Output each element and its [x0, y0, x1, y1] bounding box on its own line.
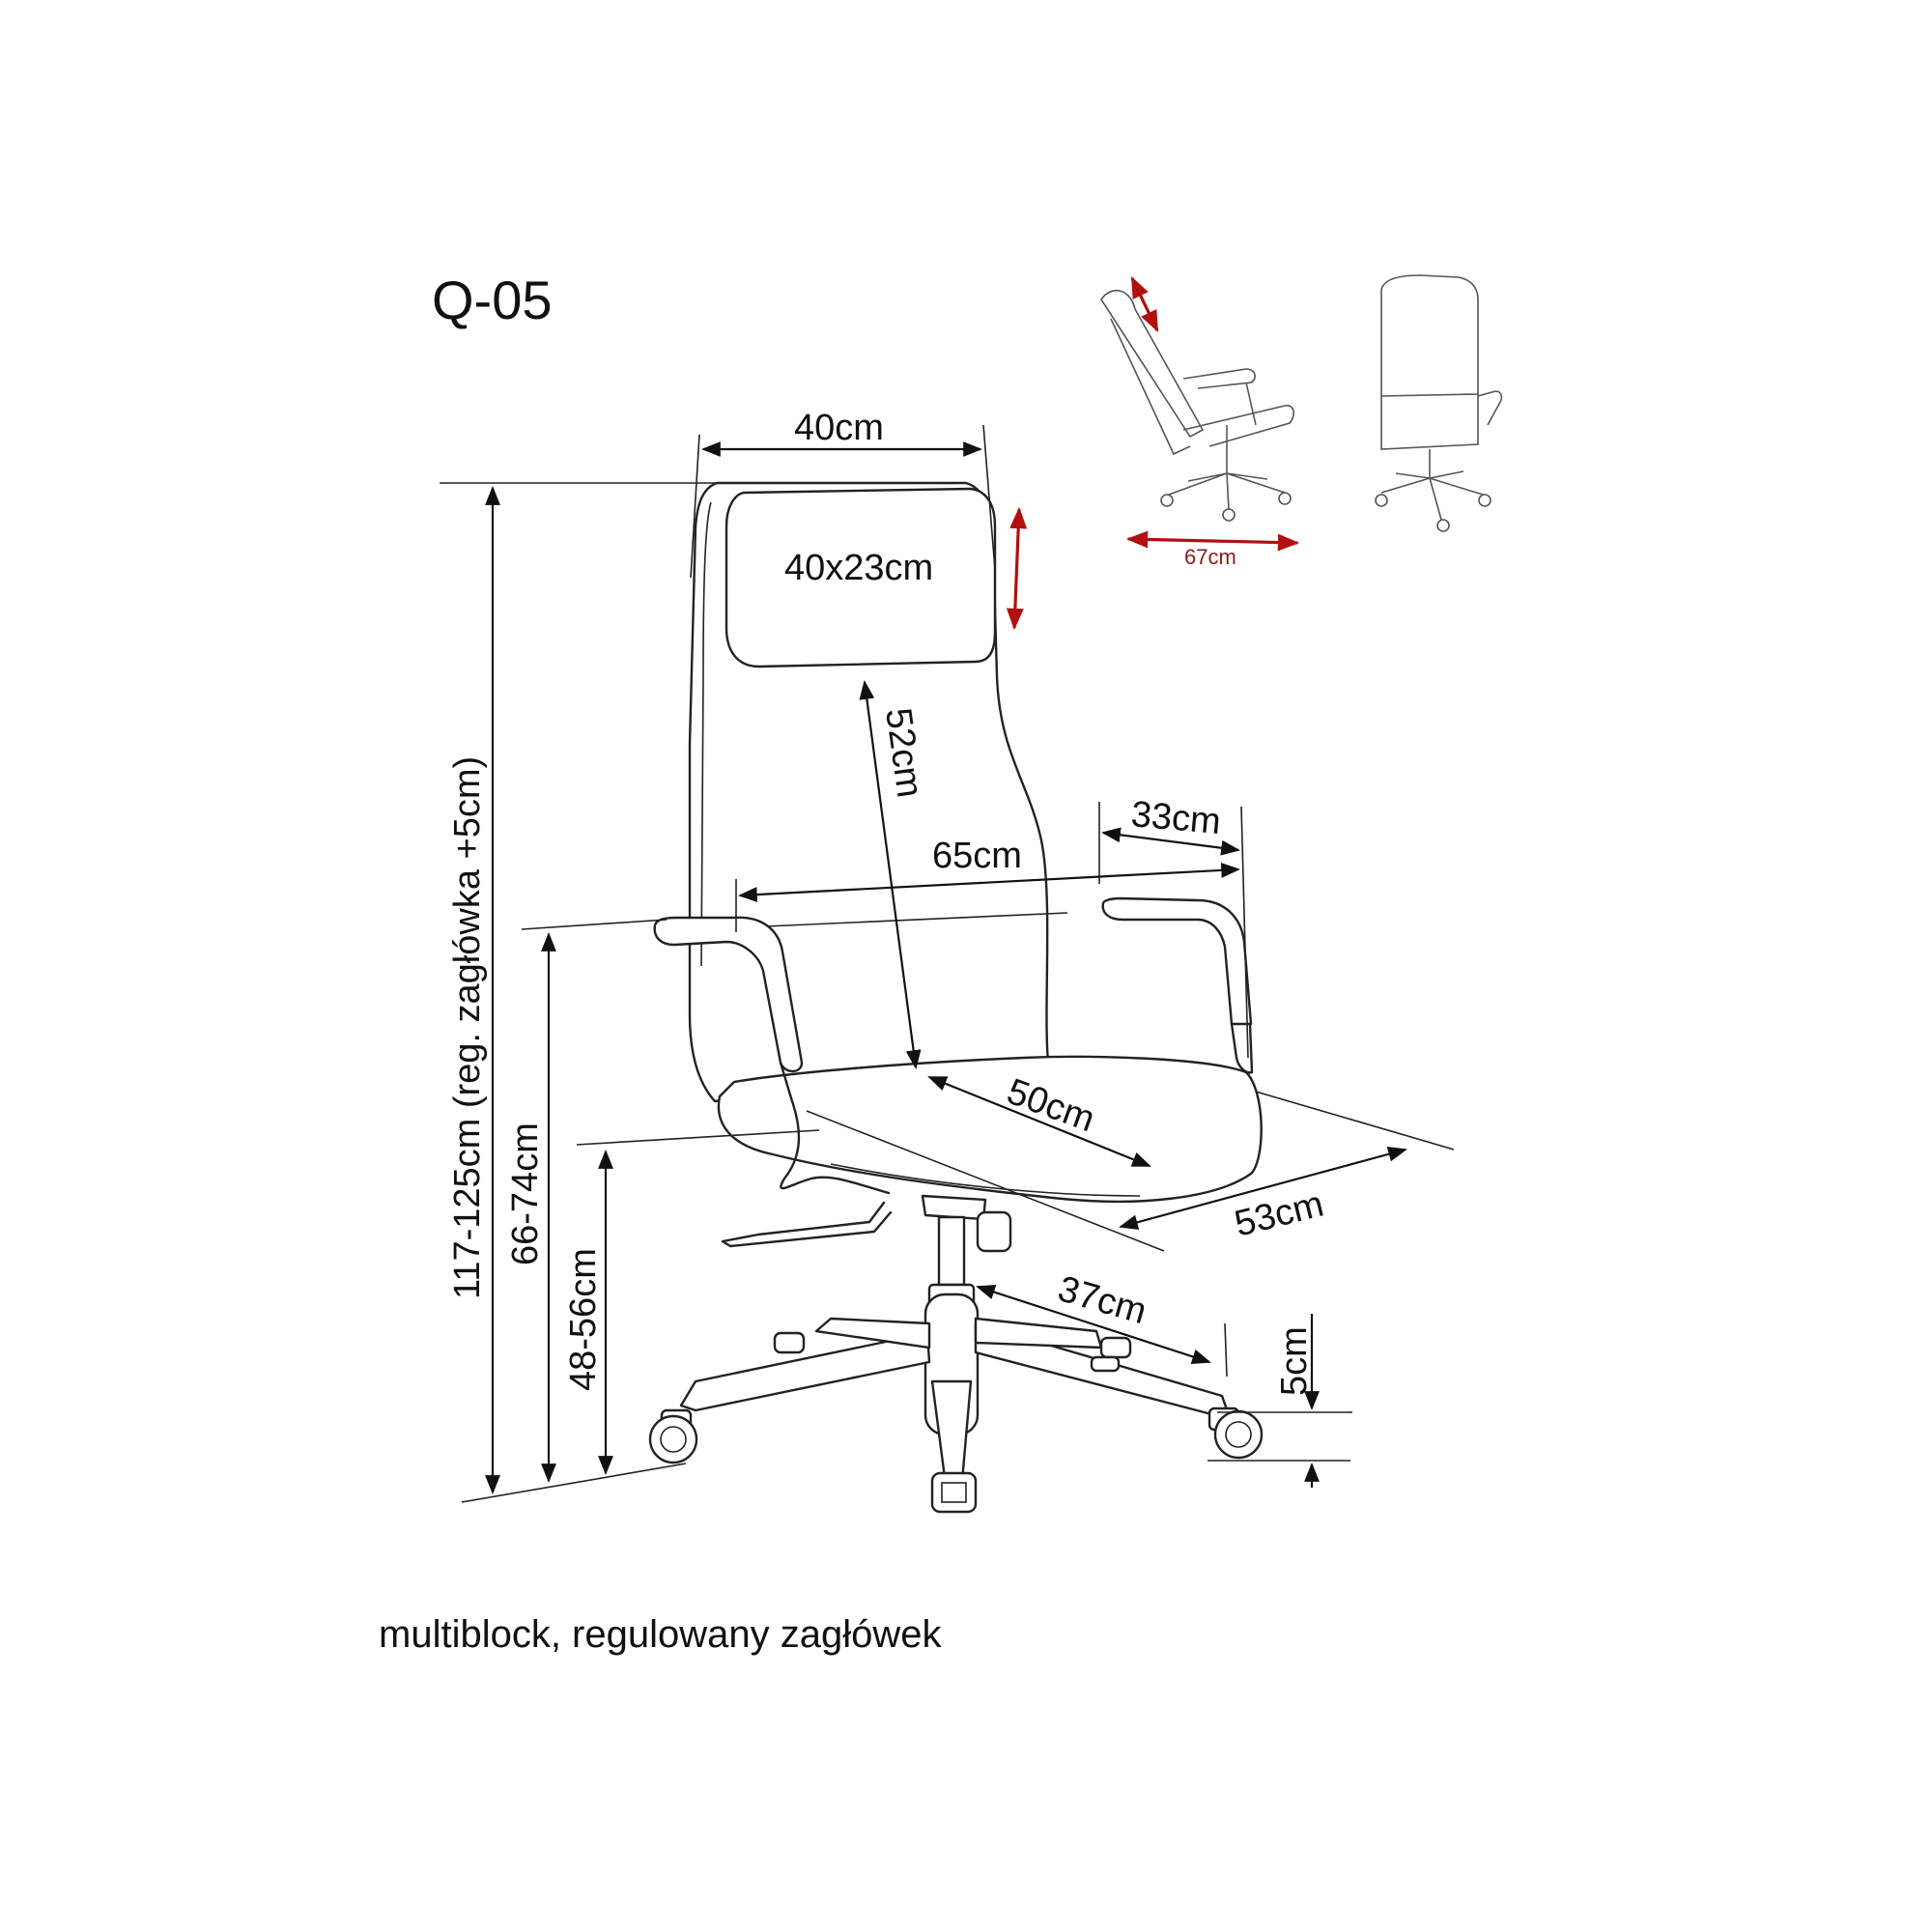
label-overall-width: 65cm	[932, 836, 1022, 876]
dim-line-armrest-length	[1101, 827, 1240, 856]
product-caption: multiblock, regulowany zagłówek	[379, 1613, 942, 1656]
dim-line-seat-width	[927, 1075, 1151, 1168]
recline-length-arrow	[1125, 530, 1300, 552]
caster-front	[930, 1471, 978, 1514]
dim-line-base-radius	[976, 1284, 1211, 1365]
label-headrest-size: 40x23cm	[784, 548, 933, 588]
headrest-adjust-arrow	[1006, 506, 1028, 631]
label-seat-height: 48-56cm	[563, 1248, 604, 1391]
label-recline-length: 67cm	[1184, 545, 1236, 569]
label-backrest-height: 52cm	[877, 705, 930, 800]
right-armrest-pad	[1101, 896, 1253, 1026]
base-leg-back-left	[814, 1317, 931, 1350]
lumbar-line	[743, 912, 1068, 928]
back-view	[1375, 274, 1503, 532]
base-leg-back-right	[974, 1317, 1103, 1350]
label-total-height: 117-125cm (reg. zagłówka +5cm)	[447, 756, 488, 1299]
label-armrest-length: 33cm	[1129, 794, 1222, 842]
label-base-radius: 37cm	[1054, 1268, 1151, 1332]
tilt-lever	[721, 1201, 893, 1248]
gas-lift-upper	[937, 1215, 966, 1287]
caster-left	[648, 1408, 698, 1464]
model-title: Q-05	[432, 270, 553, 330]
caster-right	[1208, 1406, 1264, 1460]
headrest	[724, 487, 997, 668]
base-leg-left	[679, 1331, 931, 1412]
dim-line-seat-depth	[1119, 1147, 1407, 1230]
dim-line-overall-width	[738, 863, 1240, 902]
label-caster-height: 5cm	[1274, 1326, 1315, 1396]
label-headrest-width: 40cm	[794, 408, 884, 448]
left-armrest-pad	[653, 916, 804, 1073]
seat-mechanism	[921, 1194, 987, 1221]
right-armrest-post	[1230, 1022, 1254, 1074]
chair-front-view	[648, 481, 1264, 1514]
dimension-lines	[440, 424, 1455, 1503]
backrest-seam	[700, 501, 712, 967]
caster-back-left	[773, 1331, 806, 1354]
seat-seam	[830, 1163, 1141, 1197]
height-adjust-knob	[976, 1210, 1012, 1253]
reclined-side-view: 67cm	[1100, 275, 1300, 569]
label-armrest-height: 66-74cm	[505, 1122, 546, 1265]
seat-cushion	[717, 1055, 1263, 1204]
left-armrest-frame	[779, 1061, 891, 1195]
